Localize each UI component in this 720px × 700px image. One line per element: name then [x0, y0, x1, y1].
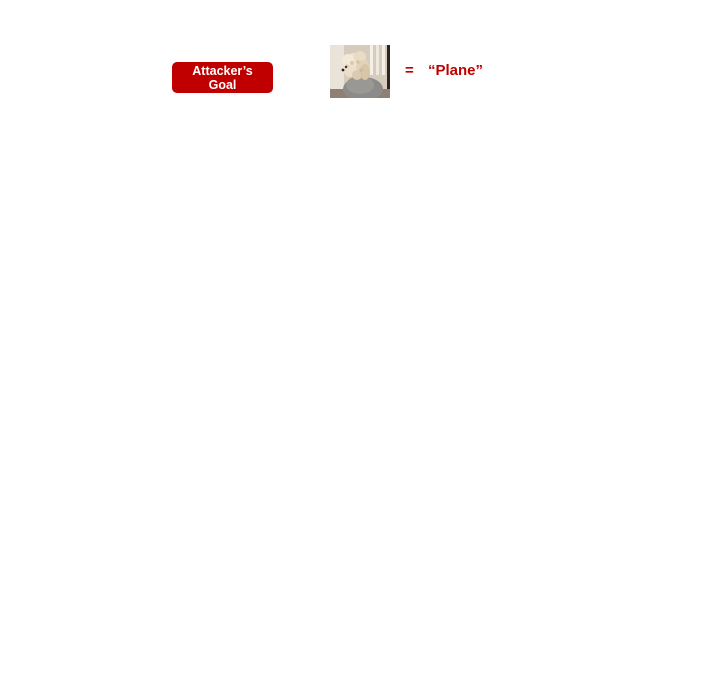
goal-badge-line2: Goal — [208, 77, 237, 92]
attackers-goal-badge: Attacker’s Goal — [172, 62, 273, 93]
equals-sign: = — [405, 62, 414, 79]
target-class-label: “Plane” — [428, 62, 484, 79]
dog-photo — [330, 45, 390, 98]
goal-badge-line1: Attacker’s — [192, 63, 253, 78]
